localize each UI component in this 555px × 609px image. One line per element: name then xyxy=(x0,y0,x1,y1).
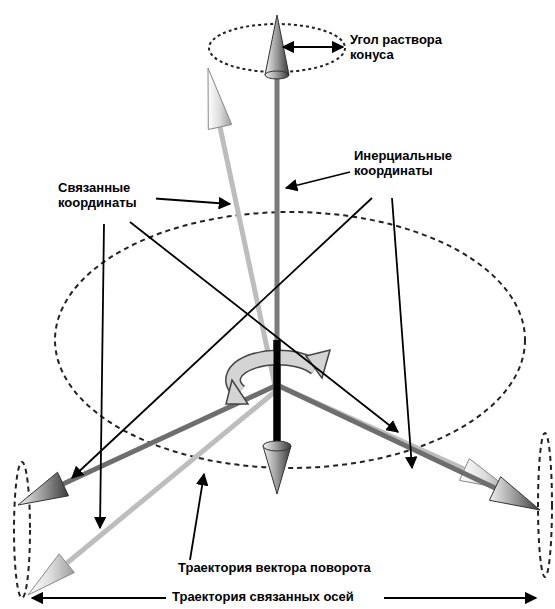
inertial-axes-label: Инерциальные координаты xyxy=(352,148,464,180)
body-axis-cones xyxy=(28,68,510,595)
body-axes-label: Связанные координаты xyxy=(56,180,156,212)
body-axis-trajectory-right xyxy=(538,433,552,577)
body-axis-trajectory-left xyxy=(14,462,30,598)
rotation-vector-trajectory xyxy=(55,212,525,468)
body-axes-trajectory-label: Траектория связанных осей xyxy=(170,589,356,606)
leader-lines xyxy=(32,47,536,598)
inertial-axes xyxy=(63,75,495,488)
rotation-trajectory-label: Траектория вектора поворота xyxy=(176,560,373,577)
inertial-axis-cones xyxy=(18,15,540,510)
cone-angle-label: Угол раствора конуса xyxy=(348,32,464,64)
rotation-ring xyxy=(226,340,330,446)
